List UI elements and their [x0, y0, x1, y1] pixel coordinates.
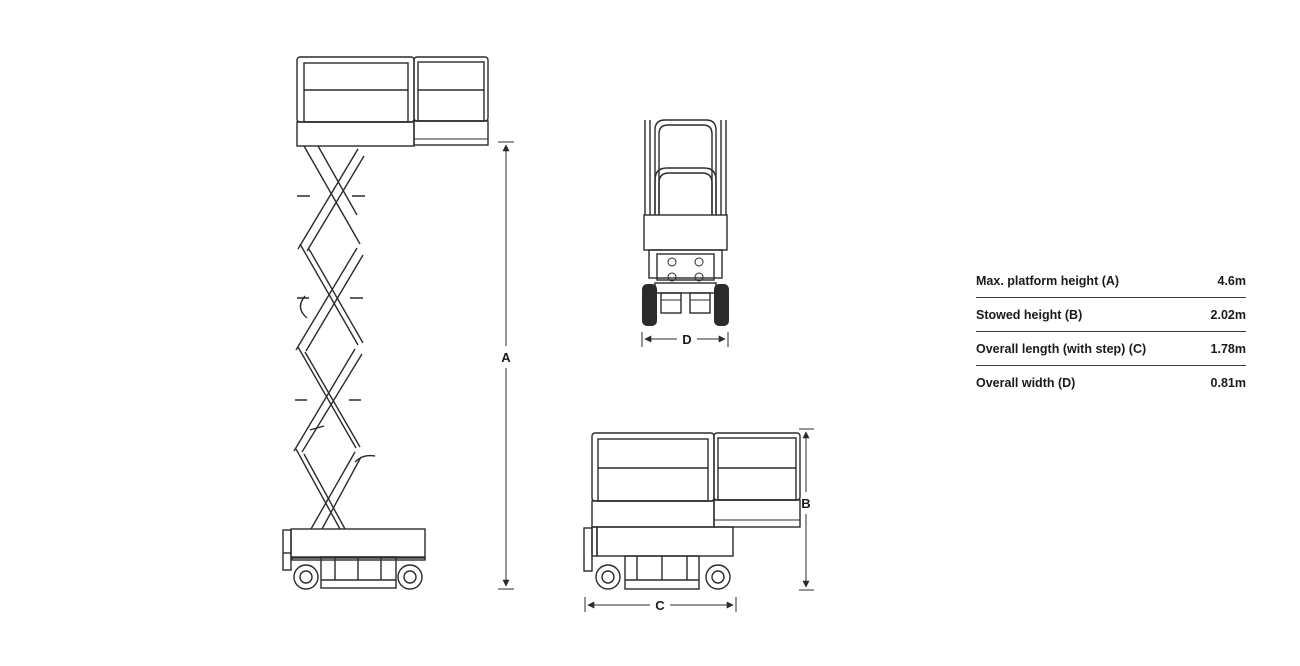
spec-value: 0.81m	[1210, 375, 1246, 390]
spec-label: Overall width (D)	[976, 375, 1076, 390]
spec-value: 4.6m	[1217, 273, 1247, 288]
spec-value: 1.78m	[1210, 341, 1246, 356]
spec-label: Max. platform height (A)	[976, 273, 1120, 288]
dimension-a: A	[498, 141, 514, 590]
dimension-d: D	[641, 332, 729, 347]
spec-table: Max. platform height (A) 4.6m Stowed hei…	[976, 264, 1246, 399]
spec-label: Overall length (with step) (C)	[976, 341, 1147, 356]
extended-side-view	[282, 56, 489, 590]
spec-row-stowed-height: Stowed height (B) 2.02m	[976, 298, 1246, 332]
dimension-a-label: A	[501, 350, 511, 365]
dimension-c: C	[584, 597, 737, 613]
dimension-d-label: D	[682, 332, 691, 347]
spec-label: Stowed height (B)	[976, 307, 1083, 322]
spec-row-overall-width: Overall width (D) 0.81m	[976, 366, 1246, 399]
spec-row-platform-height: Max. platform height (A) 4.6m	[976, 264, 1246, 298]
dimension-b: B	[799, 428, 814, 591]
spec-row-overall-length: Overall length (with step) (C) 1.78m	[976, 332, 1246, 366]
dimension-b-label: B	[801, 496, 810, 511]
stowed-side-view	[583, 432, 801, 590]
front-view	[642, 119, 729, 326]
dimension-c-label: C	[655, 598, 665, 613]
spec-value: 2.02m	[1210, 307, 1246, 322]
